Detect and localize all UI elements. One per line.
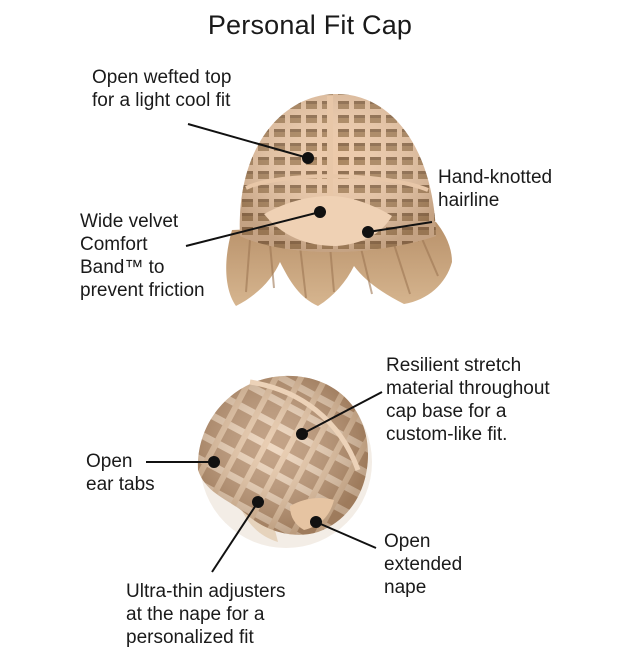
leader-stretch-material bbox=[301, 391, 383, 435]
leader-lines bbox=[146, 123, 433, 573]
diagram-title: Personal Fit Cap bbox=[207, 10, 413, 40]
dot-ear-tabs bbox=[208, 456, 220, 468]
leader-extended-nape bbox=[315, 521, 377, 549]
top-wig-image bbox=[226, 93, 452, 306]
dot-comfort-band bbox=[314, 206, 326, 218]
callout-hairline: Hand-knotted hairline bbox=[438, 167, 553, 211]
dot-adjusters bbox=[252, 496, 264, 508]
dot-extended-nape bbox=[310, 516, 322, 528]
leader-adjusters bbox=[211, 501, 259, 573]
callout-comfort-band: Wide velvet Comfort Band™ to prevent fri… bbox=[80, 211, 205, 301]
leader-wefted-top bbox=[187, 123, 309, 159]
callout-adjusters: Ultra-thin adjusters at the nape for a p… bbox=[126, 581, 286, 648]
bottom-wig-image bbox=[197, 375, 372, 548]
callout-stretch-material: Resilient stretch material throughout ca… bbox=[386, 355, 550, 445]
dot-stretch-material bbox=[296, 428, 308, 440]
callout-wefted-top: Open wefted top for a light cool fit bbox=[92, 67, 232, 111]
leader-comfort-band bbox=[185, 211, 321, 247]
leader-hairline bbox=[367, 221, 433, 233]
dot-hairline bbox=[362, 226, 374, 238]
dot-wefted-top bbox=[302, 152, 314, 164]
callout-extended-nape: Open extended nape bbox=[384, 531, 463, 598]
callout-ear-tabs: Open ear tabs bbox=[86, 451, 155, 495]
